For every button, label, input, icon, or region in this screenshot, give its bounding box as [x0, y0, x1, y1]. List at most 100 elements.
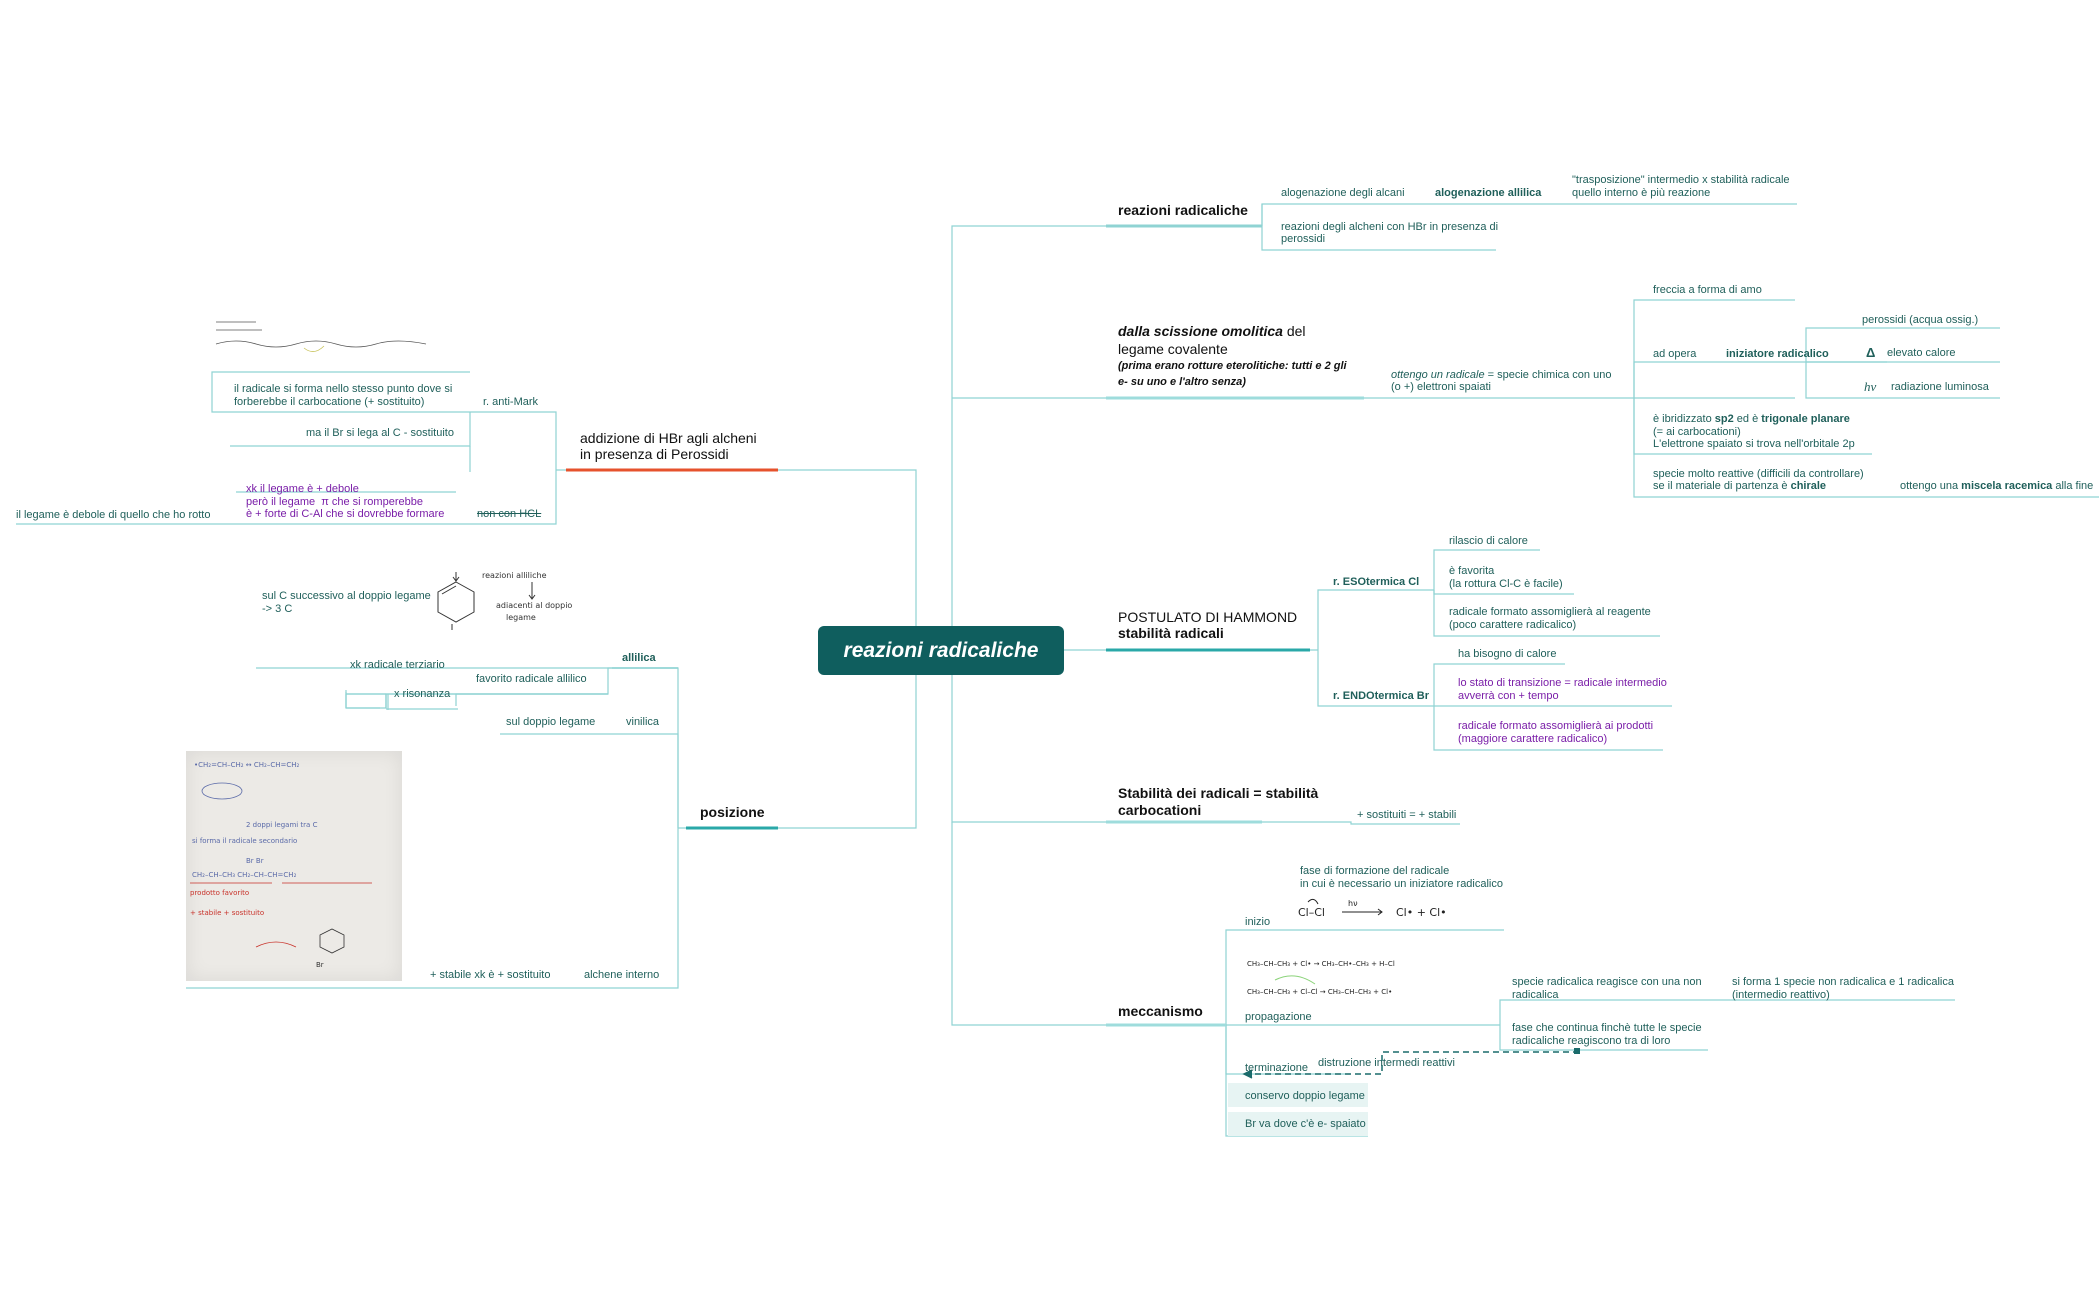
node-prodotti[interactable]: radicale formato assomiglierà ai prodott…: [1458, 720, 1654, 732]
conservo-highlight: [1228, 1083, 1368, 1107]
topic-addizione-hbr[interactable]: addizione di HBr agli alcheni: [580, 430, 757, 446]
equation-sketch-inizio: Cl–Cl hν Cl• + Cl•: [1298, 898, 1447, 919]
topic-stabilita[interactable]: Stabilità dei radicali = stabilità: [1118, 785, 1319, 801]
node-si-forma-2: (intermedio reattivo): [1732, 989, 1830, 1001]
node-perossidi[interactable]: perossidi (acqua ossig.): [1862, 314, 1979, 326]
node-ad-opera[interactable]: ad opera: [1653, 348, 1697, 360]
node-stabile-sostituito[interactable]: + stabile xk è + sostituito: [430, 969, 551, 981]
node-inizio[interactable]: inizio: [1245, 916, 1271, 928]
hbr-sketch: [215, 321, 427, 352]
topic-scissione[interactable]: dalla scissione omolitica del: [1118, 323, 1306, 339]
node-stato-transizione-2: avverrà con + tempo: [1458, 690, 1559, 702]
node-specie-reattive[interactable]: specie molto reattive (difficili da cont…: [1653, 468, 1864, 480]
svg-text:adiacenti al doppio: adiacenti al doppio: [496, 601, 572, 610]
root-label: reazioni radicaliche: [843, 638, 1039, 662]
node-fase-continua-2: radicaliche reagiscono tra di loro: [1512, 1035, 1671, 1047]
node-alcheni-hbr-1[interactable]: reazioni degli alcheni con HBr in presen…: [1281, 221, 1499, 233]
node-stato-transizione[interactable]: lo stato di transizione = radicale inter…: [1458, 677, 1667, 689]
node-rilascio-calore[interactable]: rilascio di calore: [1449, 535, 1528, 547]
svg-text:Br Br: Br Br: [246, 857, 264, 865]
node-fase-formazione-2: in cui è necessario un iniziatore radica…: [1300, 878, 1503, 890]
node-specie-radicalica[interactable]: specie radicalica reagisce con una non: [1512, 976, 1702, 988]
relationship-label[interactable]: distruzione intermedi reattivi: [1318, 1057, 1455, 1069]
node-risonanza[interactable]: x risonanza: [394, 688, 451, 700]
node-radicale-terziario[interactable]: xk radicale terziario: [350, 659, 445, 671]
node-propagazione[interactable]: propagazione: [1245, 1011, 1312, 1023]
node-carbocationi: (= ai carbocationi): [1653, 426, 1741, 438]
node-terminazione[interactable]: terminazione: [1245, 1062, 1308, 1074]
node-ottengo-radicale-2: (o +) elettroni spaiati: [1391, 381, 1491, 393]
svg-text:CH₃–CH–CH₃ + Cl• → CH₃–CH•–CH₃: CH₃–CH–CH₃ + Cl• → CH₃–CH•–CH₃ + H–Cl: [1247, 960, 1395, 968]
node-fase-formazione[interactable]: fase di formazione del radicale: [1300, 865, 1450, 877]
topic-meccanismo[interactable]: meccanismo: [1118, 1003, 1203, 1019]
node-legame-debole[interactable]: il legame è debole di quello che ho rott…: [16, 509, 211, 521]
node-trasposizione-1[interactable]: "trasposizione" intermedio x stabilità r…: [1572, 174, 1790, 186]
node-iniziatore-radicalico[interactable]: iniziatore radicalico: [1726, 348, 1829, 360]
node-ibridizzato[interactable]: è ibridizzato sp2 ed è trigonale planare: [1653, 413, 1850, 425]
node-fase-continua[interactable]: fase che continua finchè tutte le specie: [1512, 1022, 1702, 1034]
node-br-spaiato[interactable]: Br va dove c'è e- spaiato: [1245, 1118, 1366, 1130]
node-conservo-doppio[interactable]: conservo doppio legame: [1245, 1090, 1365, 1102]
node-alogenazione-allilica[interactable]: alogenazione allilica: [1435, 187, 1542, 199]
node-favorito-allilico[interactable]: favorito radicale allilico: [476, 673, 587, 685]
node-esotermica[interactable]: r. ESOtermica Cl: [1333, 576, 1420, 588]
node-si-forma[interactable]: si forma 1 specie non radicalica e 1 rad…: [1732, 976, 1954, 988]
node-freccia-amo[interactable]: freccia a forma di amo: [1653, 284, 1762, 296]
node-elevato-calore[interactable]: elevato calore: [1887, 347, 1956, 359]
svg-text:+ stabile + sostituito: + stabile + sostituito: [190, 909, 264, 917]
node-prodotti-2: (maggiore carattere radicalico): [1458, 733, 1608, 745]
node-non-con-hcl[interactable]: non con HCL: [477, 508, 542, 520]
svg-text:CH₂–CH–CH₃ CH₂–CH–CH=CH₂: CH₂–CH–CH₃ CH₂–CH–CH=CH₂: [192, 871, 297, 879]
svg-text:CH₃–CH–CH₃ + Cl–Cl → CH₃–CH–CH: CH₃–CH–CH₃ + Cl–Cl → CH₃–CH–CH₃ + Cl•: [1247, 988, 1392, 996]
node-allilica[interactable]: allilica: [622, 652, 656, 664]
node-reagente[interactable]: radicale formato assomiglierà al reagent…: [1449, 606, 1651, 618]
scissione-note-1: (prima erano rotture eterolitiche: tutti…: [1118, 360, 1347, 372]
br-highlight: [1228, 1112, 1368, 1136]
svg-text:Cl• + Cl•: Cl• + Cl•: [1396, 906, 1447, 919]
node-alogenazione-alcani[interactable]: alogenazione degli alcani: [1281, 187, 1405, 199]
node-sul-c[interactable]: sul C successivo al doppio legame: [262, 590, 431, 602]
topic-reazioni-radicaliche[interactable]: reazioni radicaliche: [1118, 202, 1248, 218]
node-radicale-forma[interactable]: il radicale si forma nello stesso punto …: [234, 383, 453, 395]
node-elettrone-2p: L'elettrone spaiato si trova nell'orbita…: [1653, 438, 1855, 450]
handwritten-notes-photo: •CH₂=CH–CH₂ ↔ CH₂–CH=CH₂ 2 doppi legami …: [186, 751, 402, 981]
node-specie-radicalica-2: radicalica: [1512, 989, 1559, 1001]
equation-sketch-propagazione: CH₃–CH–CH₃ + Cl• → CH₃–CH•–CH₃ + H–Cl CH…: [1247, 960, 1395, 996]
node-bisogno-calore[interactable]: ha bisogno di calore: [1458, 648, 1557, 660]
svg-text:prodotto favorito: prodotto favorito: [190, 889, 249, 897]
node-anti-mark[interactable]: r. anti-Mark: [483, 396, 539, 408]
allylic-sketch: reazioni alliliche adiacenti al doppio l…: [437, 571, 572, 630]
svg-text:•CH₂=CH–CH₂ ↔ CH₂–CH=CH₂: •CH₂=CH–CH₂ ↔ CH₂–CH=CH₂: [194, 761, 300, 769]
svg-text:Cl–Cl: Cl–Cl: [1298, 906, 1325, 919]
root-node[interactable]: reazioni radicaliche: [818, 626, 1064, 675]
node-sostituiti[interactable]: + sostituiti = + stabili: [1357, 809, 1457, 821]
node-radicale-forma-2: forberebbe il carbocatione (+ sostituito…: [234, 396, 425, 408]
scissione-note-2: e- su uno e l'altro senza): [1118, 376, 1246, 388]
node-favorita[interactable]: è favorita: [1449, 565, 1495, 577]
topic-hammond-2: stabilità radicali: [1118, 625, 1224, 641]
node-trasposizione-2: quello interno è più reazione: [1572, 187, 1711, 199]
node-sul-c-2: -> 3 C: [262, 603, 293, 615]
topic-scissione-line2: legame covalente: [1118, 341, 1228, 357]
node-radiazione-luminosa[interactable]: radiazione luminosa: [1891, 381, 1989, 393]
svg-text:legame: legame: [506, 613, 536, 622]
node-xk-legame-2: però il legame π che si romperebbe: [246, 496, 423, 508]
node-miscela-racemica[interactable]: ottengo una miscela racemica alla fine: [1900, 480, 2094, 492]
svg-text:hν: hν: [1348, 899, 1358, 908]
node-br-lega[interactable]: ma il Br si lega al C - sostituito: [306, 427, 454, 439]
node-xk-legame[interactable]: xk il legame è + debole: [246, 483, 359, 495]
delta-symbol: Δ: [1866, 345, 1876, 360]
svg-text:reazioni alliliche: reazioni alliliche: [482, 571, 547, 580]
topic-hammond[interactable]: POSTULATO DI HAMMOND: [1118, 609, 1298, 625]
node-alchene-interno[interactable]: alchene interno: [584, 969, 660, 981]
node-ottengo-radicale[interactable]: ottengo un radicale = specie chimica con…: [1391, 369, 1612, 381]
node-xk-legame-3: è + forte di C-Al che si dovrebbe formar…: [246, 508, 445, 520]
hv-symbol: hν: [1864, 379, 1877, 394]
node-endotermica[interactable]: r. ENDOtermica Br: [1333, 690, 1429, 702]
topic-posizione[interactable]: posizione: [700, 804, 765, 820]
svg-text:si forma il radicale secondar: si forma il radicale secondario: [192, 837, 297, 845]
node-vinilica[interactable]: vinilica: [626, 716, 660, 728]
topic-addizione-hbr-2: in presenza di Perossidi: [580, 446, 729, 462]
node-chirale: se il materiale di partenza è chirale: [1653, 480, 1827, 492]
node-sul-doppio[interactable]: sul doppio legame: [506, 716, 596, 728]
